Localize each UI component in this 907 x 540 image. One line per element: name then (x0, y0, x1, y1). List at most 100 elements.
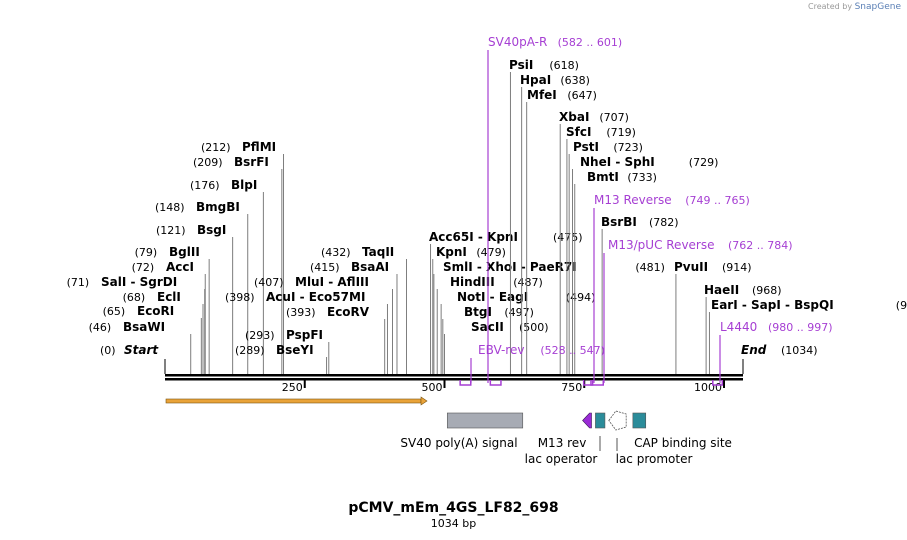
backbone-top-strand (165, 374, 743, 377)
site-coord: (968) (752, 284, 782, 297)
tick-label: 250 (282, 381, 303, 394)
primer-bracket (712, 380, 724, 386)
site-label: KpnI (436, 245, 467, 259)
site-coord: (71) (67, 276, 90, 289)
site-label: PsiI (509, 58, 533, 72)
site-coord: (68) (123, 291, 146, 304)
site-label: BsrFI (234, 155, 269, 169)
site-label: BsrBI (601, 215, 637, 229)
site-label: HpaI (520, 73, 551, 87)
site-coord: (647) (567, 89, 597, 102)
site-coord: (729) (689, 156, 719, 169)
site-label: NotI - EagI (457, 290, 528, 304)
site-label: BmtI (587, 170, 619, 184)
site-coord: (212) (201, 141, 231, 154)
orf-arrow-body (165, 398, 422, 404)
site-coord: (176) (190, 179, 220, 192)
site-label: HindIII (450, 275, 495, 289)
site-label: EarI - SapI - BspQI (711, 298, 834, 312)
site-label: HaeII (704, 283, 739, 297)
primer-label: M13 Reverse (594, 193, 672, 207)
plasmid-length: 1034 bp (430, 517, 477, 530)
feature-cap-binding-site (632, 412, 647, 429)
site-coord: (72) (132, 261, 155, 274)
credit-prefix: Created by (808, 2, 853, 11)
site-coord: (398) (225, 291, 255, 304)
site-coord: (475) (553, 231, 583, 244)
end-label: End (741, 343, 767, 357)
site-coord: (723) (613, 141, 643, 154)
site-coord: (293) (245, 329, 275, 342)
primer-range: (980 .. 997) (768, 321, 833, 334)
primer-bracket (590, 380, 605, 386)
snapgene-logo: SnapGene (854, 2, 901, 12)
site-coord: (487) (513, 276, 543, 289)
site-label: BmgBI (196, 200, 240, 214)
site-coord: (974) (896, 299, 907, 312)
tick-label: 500 (421, 381, 442, 394)
backbone-bottom-strand (165, 378, 743, 381)
site-label: NheI - SphI (580, 155, 655, 169)
site-coord: (914) (722, 261, 752, 274)
site-coord: (733) (627, 171, 657, 184)
site-coord: (148) (155, 201, 185, 214)
feature-sv40-poly-a-signal (446, 412, 524, 429)
site-label: SfcI (566, 125, 591, 139)
site-coord: (46) (89, 321, 112, 334)
snapgene-credit: Created by SnapGene (808, 2, 901, 12)
site-label: BsaAI (351, 260, 389, 274)
site-label: BglII (169, 245, 200, 259)
site-coord: (407) (254, 276, 284, 289)
primer-bracket (489, 380, 502, 386)
site-coord: (209) (193, 156, 223, 169)
site-label: PstI (573, 140, 599, 154)
feature-label: lac operator (525, 452, 598, 466)
site-label: XbaI (559, 110, 589, 124)
site-label: BsgI (197, 223, 226, 237)
primer-range: (749 .. 765) (685, 194, 750, 207)
feature-m13-rev (582, 412, 592, 429)
site-label: BlpI (231, 178, 257, 192)
site-label: AccI (166, 260, 194, 274)
site-coord: (432) (321, 246, 351, 259)
site-coord: (618) (549, 59, 579, 72)
tick-label: 750 (561, 381, 582, 394)
feature-lac-promoter (608, 410, 627, 431)
site-coord: (500) (519, 321, 549, 334)
tick-label: 1000 (694, 381, 722, 394)
site-label: EcoRV (327, 305, 370, 319)
site-label: MfeI (527, 88, 557, 102)
primer-bracket (582, 380, 594, 386)
site-label: SmlI - XhoI - PaeR7I (443, 260, 577, 274)
site-label: BtgI (464, 305, 492, 319)
plasmid-name: pCMV_mEm_4GS_LF82_698 (348, 500, 559, 516)
site-label: EcoRI (137, 304, 174, 318)
site-coord: (65) (103, 305, 126, 318)
feature-label: SV40 poly(A) signal (400, 436, 517, 450)
site-label: BseYI (276, 343, 314, 357)
site-coord: (393) (286, 306, 316, 319)
site-coord: (289) (235, 344, 265, 357)
primer-range: (762 .. 784) (728, 239, 793, 252)
site-label: AcuI - Eco57MI (266, 290, 365, 304)
site-coord: (121) (156, 224, 186, 237)
primer-bracket (459, 380, 472, 386)
primer-label: L4440 (720, 320, 757, 334)
site-coord: (494) (566, 291, 596, 304)
site-coord: (497) (504, 306, 534, 319)
site-coord: (719) (606, 126, 636, 139)
site-label: PflMI (242, 140, 276, 154)
site-label: Acc65I - KpnI (429, 230, 518, 244)
site-label: SacII (471, 320, 504, 334)
site-coord: (481) (635, 261, 665, 274)
feature-label: lac promoter (616, 452, 693, 466)
site-label: BsaWI (123, 320, 165, 334)
site-label: PspFI (286, 328, 323, 342)
site-label: SalI - SgrDI (101, 275, 177, 289)
start-label: Start (124, 343, 159, 357)
site-label: EclI (157, 290, 181, 304)
primer-range: (528 .. 547) (540, 344, 605, 357)
site-coord: (479) (476, 246, 506, 259)
site-label: PvuII (674, 260, 708, 274)
